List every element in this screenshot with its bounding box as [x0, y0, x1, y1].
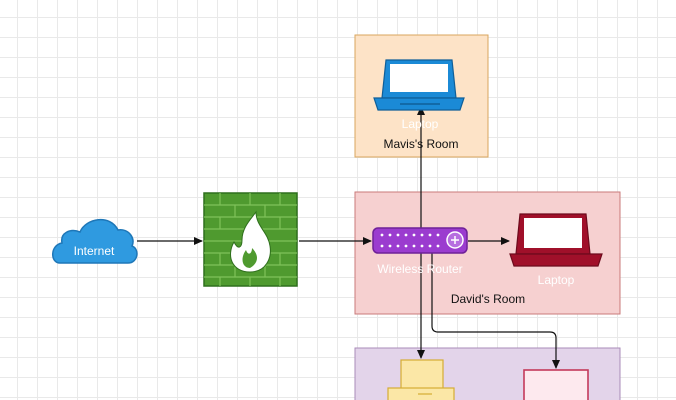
internet-label: Internet — [74, 244, 115, 258]
flame-icon — [230, 210, 271, 273]
router-icon — [372, 227, 468, 254]
monitor-node[interactable] — [523, 369, 589, 400]
laptop-right-node[interactable]: Laptop — [509, 213, 603, 287]
laptop-top-screen — [390, 64, 448, 92]
desktop-icon — [400, 359, 444, 391]
room-david-label: David's Room — [451, 292, 525, 306]
desktop-node[interactable] — [387, 359, 455, 400]
laptop-right-label: Laptop — [538, 273, 575, 287]
cloud-icon — [52, 219, 138, 264]
laptop-top-label: Laptop — [402, 117, 439, 131]
laptop-right-screen — [524, 218, 582, 248]
room-mavis-label: Mavis's Room — [384, 137, 459, 151]
laptop-top-node[interactable]: Laptop — [373, 59, 465, 131]
internet-node[interactable]: Internet — [52, 219, 138, 264]
firewall-node[interactable] — [203, 192, 298, 287]
router-node[interactable]: Wireless Router — [372, 227, 468, 276]
router-label: Wireless Router — [377, 262, 462, 276]
connectors — [137, 106, 560, 369]
router-ports — [380, 233, 440, 248]
monitor-icon — [523, 369, 589, 400]
edge-router-third-room — [431, 253, 560, 369]
